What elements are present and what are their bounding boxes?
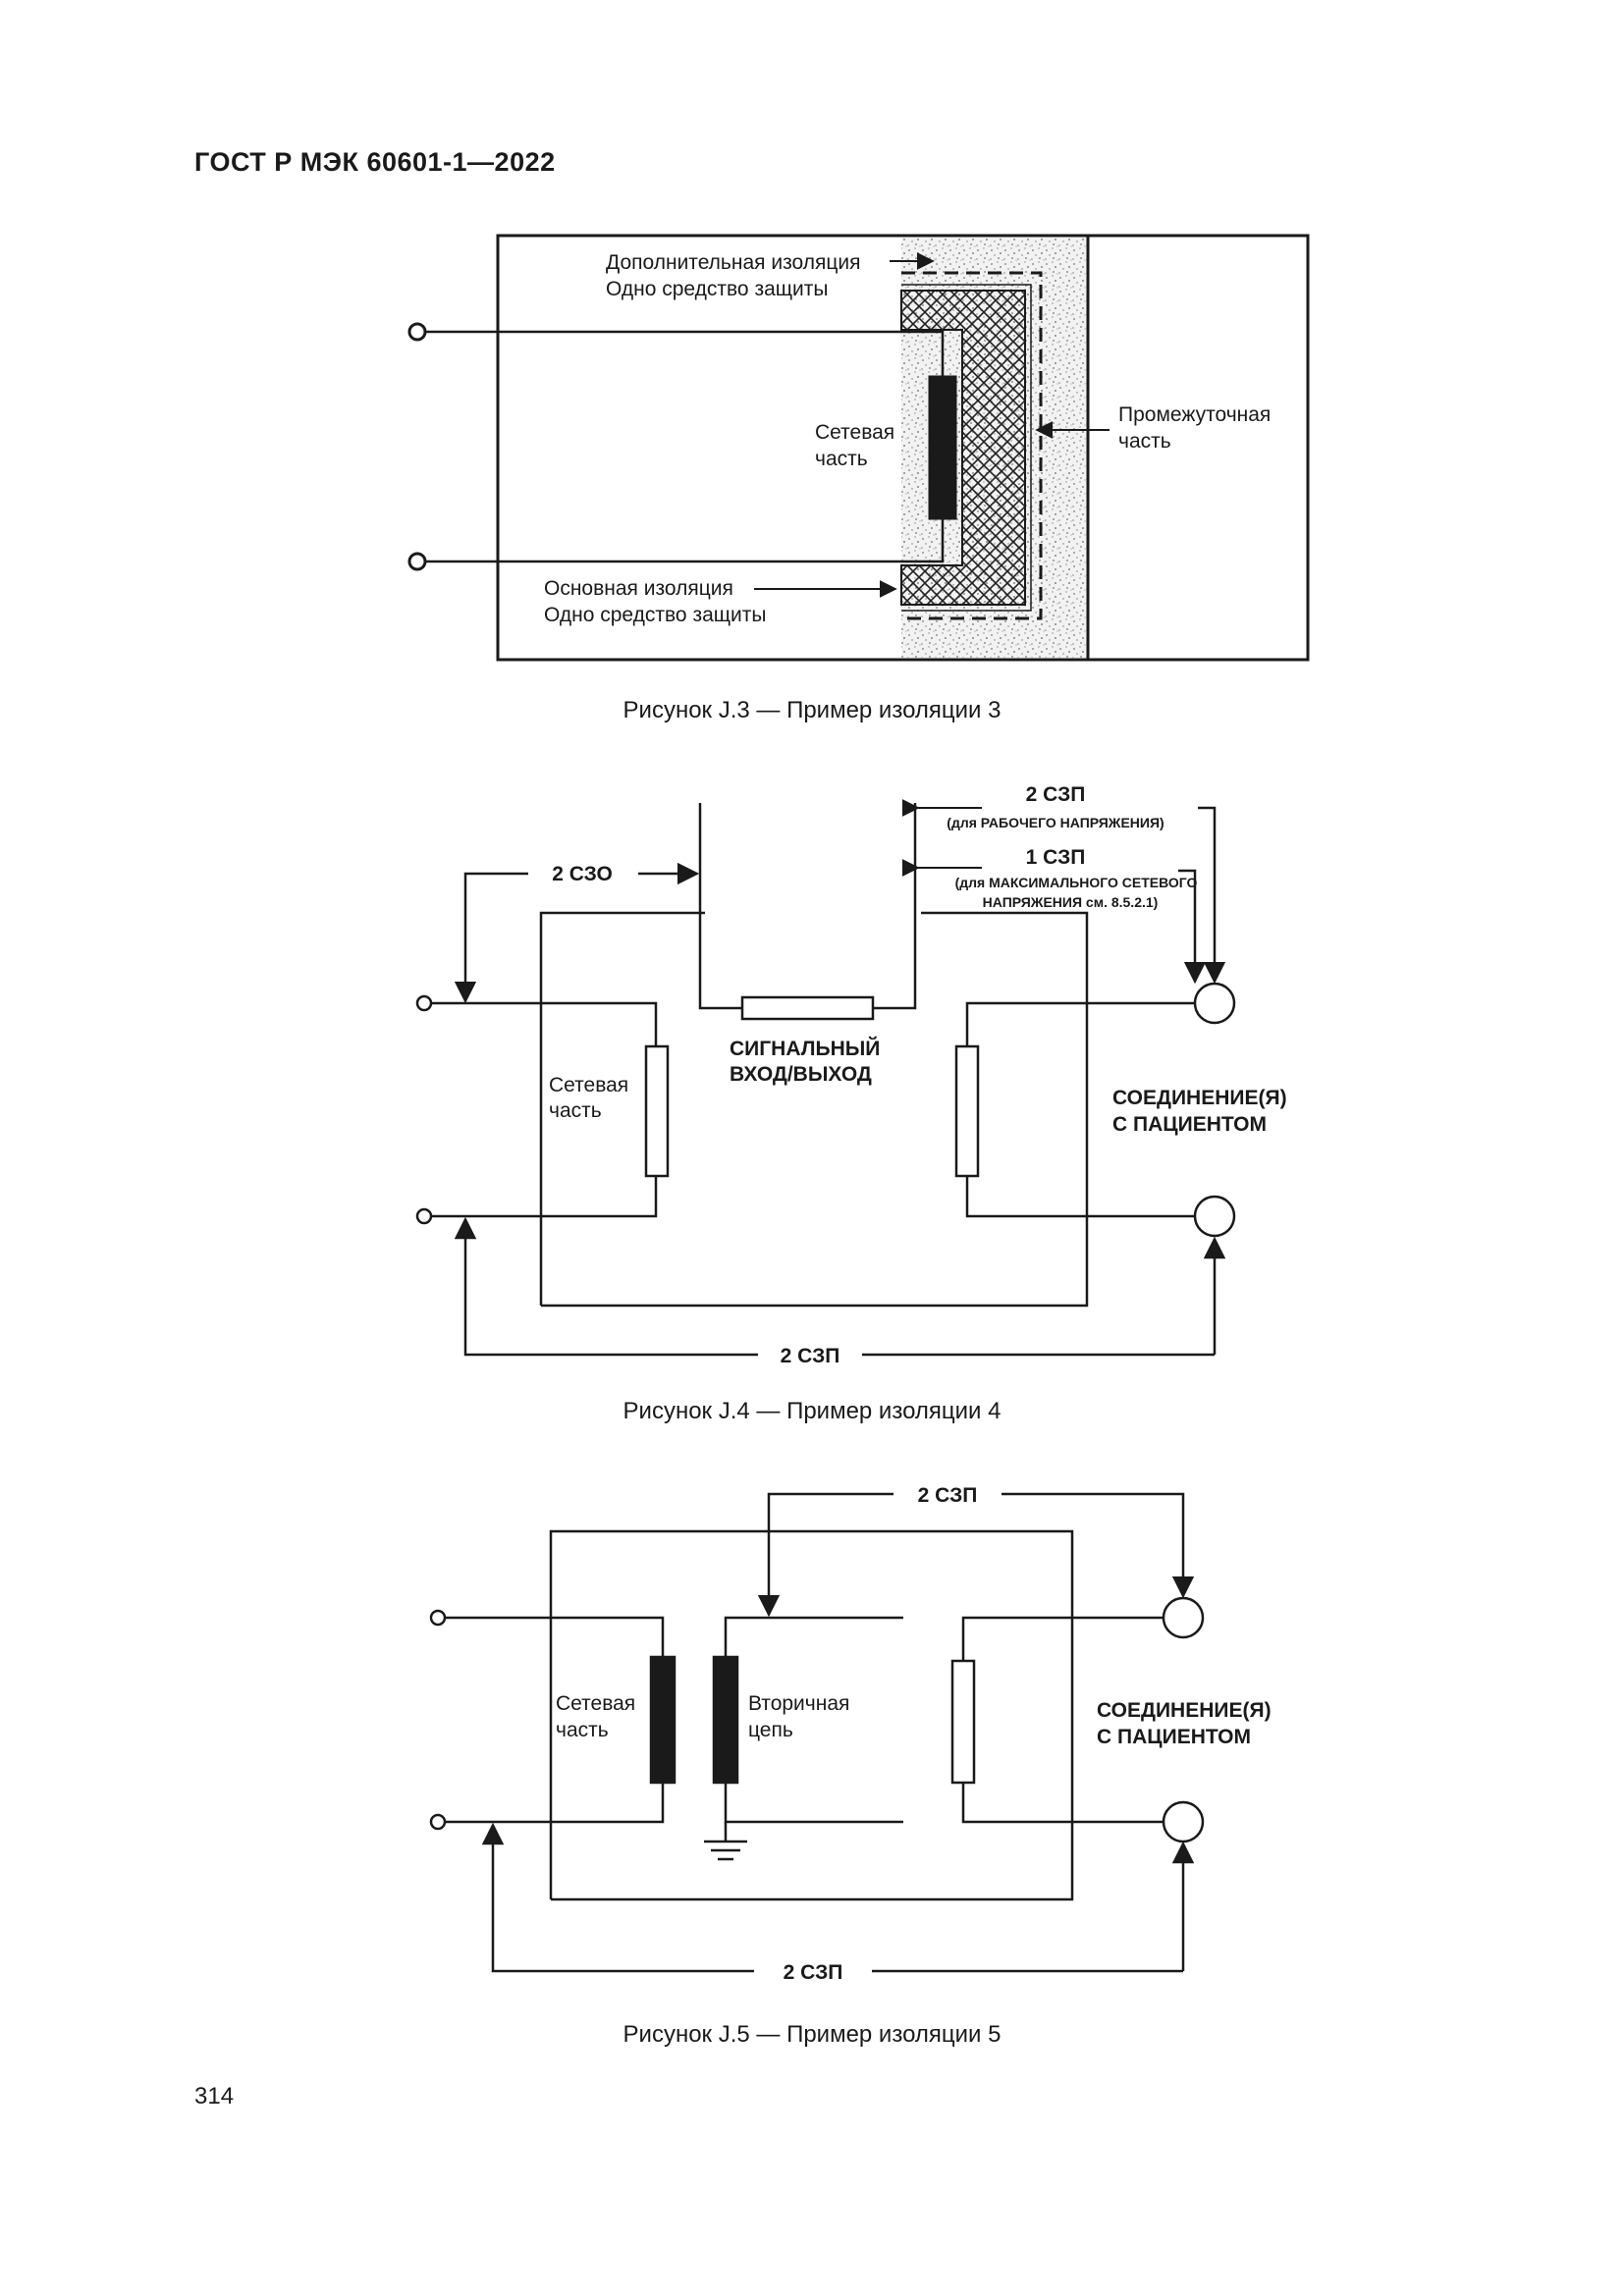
ground-icon: [704, 1822, 747, 1861]
figure-j3: [407, 234, 1310, 662]
j3-supplementary-label: Дополнительная изоляция: [606, 251, 860, 274]
j4-mopp-working-note: (для РАБОЧЕГО НАПРЯЖЕНИЯ): [947, 815, 1164, 830]
figure-j4: [415, 799, 1236, 1357]
j5-patient-terminal-bottom: [1162, 1800, 1205, 1843]
j4-patient-label-1: СОЕДИНЕНИЕ(Я): [1112, 1087, 1287, 1109]
j5-terminal-bottom: [429, 1813, 447, 1831]
j4-patient-terminal-top: [1193, 982, 1236, 1025]
j4-mains-label-2: часть: [549, 1099, 602, 1122]
j4-bottom-mopp: 2 СЗП: [781, 1345, 840, 1367]
j3-basic-label: Основная изоляция: [544, 577, 733, 600]
j4-mains-resistor: [644, 1044, 670, 1178]
j3-intermediate-label-1: Промежуточная: [1118, 403, 1271, 426]
figure-j4-caption: Рисунок J.4 — Пример изоляции 4: [623, 1398, 1001, 1424]
j4-mopp-mains: 1 СЗП: [1026, 846, 1086, 869]
j5-secondary-winding: [712, 1655, 739, 1785]
j3-supplementary-insulation: [901, 271, 1043, 620]
figure-j5: [429, 1492, 1205, 1973]
j5-terminal-top: [429, 1609, 447, 1627]
j4-patient-label-2: С ПАЦИЕНТОМ: [1112, 1113, 1267, 1136]
j5-secondary-label-1: Вторичная: [748, 1692, 849, 1715]
j4-terminal-bottom: [415, 1207, 433, 1225]
j3-enclosure: [496, 234, 1310, 662]
j3-mains-label-2: часть: [815, 448, 868, 470]
page-number: 314: [194, 2083, 235, 2109]
j3-terminal-top: [407, 322, 427, 342]
j4-mains-label-1: Сетевая: [549, 1074, 628, 1096]
j5-patient-label-2: С ПАЦИЕНТОМ: [1097, 1726, 1251, 1748]
j4-signal-label-2: ВХОД/ВЫХОД: [730, 1063, 872, 1086]
j3-basic-mop-label: Одно средство защиты: [544, 604, 766, 626]
j3-basic-insulation: [900, 290, 1026, 606]
j4-mooo: 2 СЗО: [552, 863, 613, 885]
j4-signal-label-1: СИГНАЛЬНЫЙ: [730, 1037, 880, 1060]
j4-mopp-mains-note-2: НАПРЯЖЕНИЯ см. 8.5.2.1): [983, 894, 1159, 910]
j5-patient-terminal-top: [1162, 1596, 1205, 1639]
j5-mains-label-1: Сетевая: [556, 1692, 635, 1715]
j5-patient-resistor: [950, 1659, 976, 1785]
j5-secondary-label-2: цепь: [748, 1719, 793, 1741]
j4-terminal-top: [415, 994, 433, 1012]
j3-terminal-bottom: [407, 552, 427, 571]
j3-supplementary-mop-label: Одно средство защиты: [606, 278, 828, 300]
j4-mopp-working: 2 СЗП: [1026, 783, 1086, 806]
j5-mains-label-2: часть: [556, 1719, 609, 1741]
j4-patient-resistor: [954, 1044, 980, 1178]
j5-bottom-mopp: 2 СЗП: [784, 1961, 843, 1984]
j3-intermediate-label-2: часть: [1118, 430, 1171, 453]
j3-labels: Дополнительная изоляция Одно средство за…: [544, 251, 1271, 626]
j4-signal-resistor: [740, 995, 875, 1021]
figure-j3-caption: Рисунок J.3 — Пример изоляции 3: [623, 697, 1001, 723]
j5-patient-label-1: СОЕДИНЕНИЕ(Я): [1097, 1699, 1272, 1722]
j4-mopp-mains-note-1: (для МАКСИМАЛЬНОГО СЕТЕВОГО: [955, 875, 1198, 890]
j5-labels: 2 СЗП Сетевая часть Вторичная цепь СОЕДИ…: [556, 1484, 1272, 1984]
document-header: ГОСТ Р МЭК 60601-1—2022: [194, 147, 556, 177]
figure-j5-caption: Рисунок J.5 — Пример изоляции 5: [623, 2021, 1001, 2048]
j3-mains-part-block: [928, 375, 957, 520]
j4-patient-terminal-bottom: [1193, 1195, 1236, 1238]
j4-labels: 2 СЗП (для РАБОЧЕГО НАПРЯЖЕНИЯ) 1 СЗП (д…: [549, 783, 1287, 1367]
j5-top-mopp: 2 СЗП: [918, 1484, 978, 1507]
j5-mains-winding: [649, 1655, 677, 1785]
j3-mains-label-1: Сетевая: [815, 421, 894, 444]
